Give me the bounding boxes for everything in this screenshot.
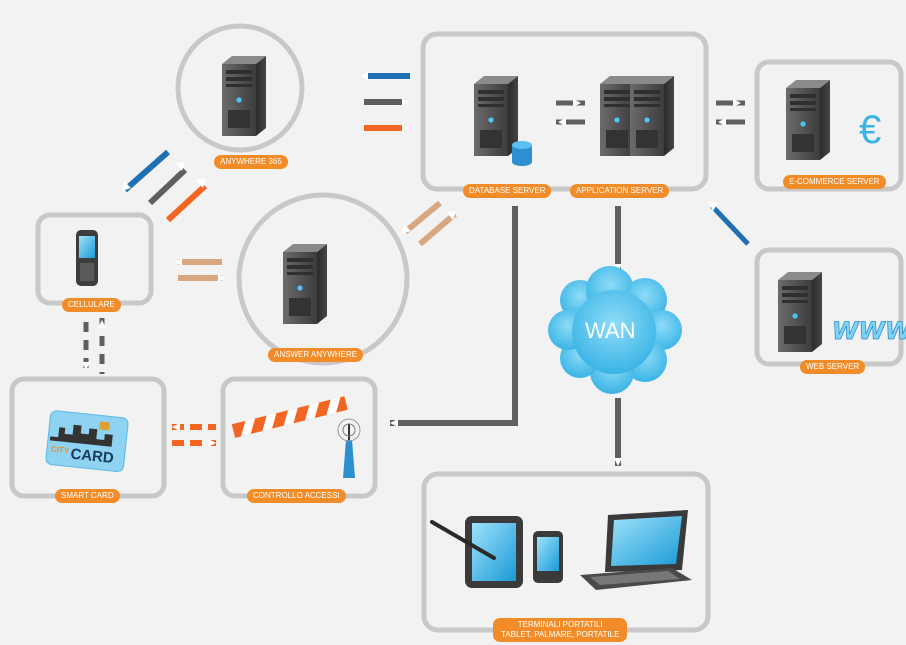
tablet-icon (465, 516, 523, 588)
servers-frame (420, 31, 709, 192)
web-server-icon (778, 272, 822, 352)
connector-servers-controllo (390, 206, 518, 427)
svg-text:CITY: CITY (51, 445, 71, 456)
connector-app-ecommerce (716, 99, 745, 126)
ecommerce-server-icon (786, 80, 830, 160)
mobile-phone-icon (76, 230, 98, 286)
connector-smartcard-controllo (172, 423, 216, 447)
connector-cellulare-answer (174, 258, 226, 282)
controllo-accessi-frame (220, 376, 378, 499)
label-terminali-line2: TABLET, PALMARE, PORTATILE (501, 630, 620, 639)
label-application-server: APPLICATION SERVER (570, 184, 670, 198)
wan-cloud-icon (548, 266, 682, 394)
antenna-icon (337, 418, 361, 478)
answer-anywhere-server-icon (283, 244, 327, 324)
euro-icon: € (859, 108, 881, 152)
connector-cellulare-anywhere (122, 149, 208, 223)
label-cellulare: CELLULARE (62, 298, 121, 312)
connector-servers-wan (614, 206, 622, 272)
stylus-icon (430, 520, 496, 560)
database-server-icon (474, 76, 518, 156)
connector-anywhere-servers (361, 72, 410, 132)
label-anywhere365: ANYWHERE 365 (214, 155, 288, 169)
label-web-server: WEB SERVER (800, 360, 866, 374)
label-database-server: DATABASE SERVER (463, 184, 552, 198)
answer-anywhere-frame (236, 192, 410, 366)
label-terminali: TERMINALI PORTATILI TABLET, PALMARE, POR… (493, 618, 628, 642)
label-smart-card: SMART CARD (55, 489, 120, 503)
www-icon: WWW (832, 317, 906, 345)
label-wan: WAN (585, 318, 636, 343)
smart-card-icon: CITY CARD (45, 410, 129, 473)
label-terminali-line1: TERMINALI PORTATILI (517, 620, 603, 629)
application-server-icon (600, 76, 674, 156)
connector-answer-servers (402, 200, 457, 247)
label-ecommerce-server: E-COMMERCE SERVER (783, 175, 886, 189)
connector-wan-terminali (614, 398, 622, 466)
anywhere365-server-icon (222, 56, 266, 136)
label-answer-anywhere: ANSWER ANYWHERE (268, 348, 364, 362)
pda-icon (533, 531, 563, 583)
laptop-icon (580, 510, 692, 590)
barrier-icon (231, 396, 348, 438)
anywhere365-frame (175, 23, 305, 153)
ecommerce-frame (754, 59, 904, 192)
connector-cellulare-smartcard (82, 318, 106, 374)
svg-text:CARD: CARD (70, 446, 115, 467)
connector-db-app (556, 99, 585, 126)
database-icon (512, 141, 532, 166)
label-controllo-accessi: CONTROLLO ACCESSI (247, 489, 346, 503)
connector-web-servers (708, 202, 750, 246)
